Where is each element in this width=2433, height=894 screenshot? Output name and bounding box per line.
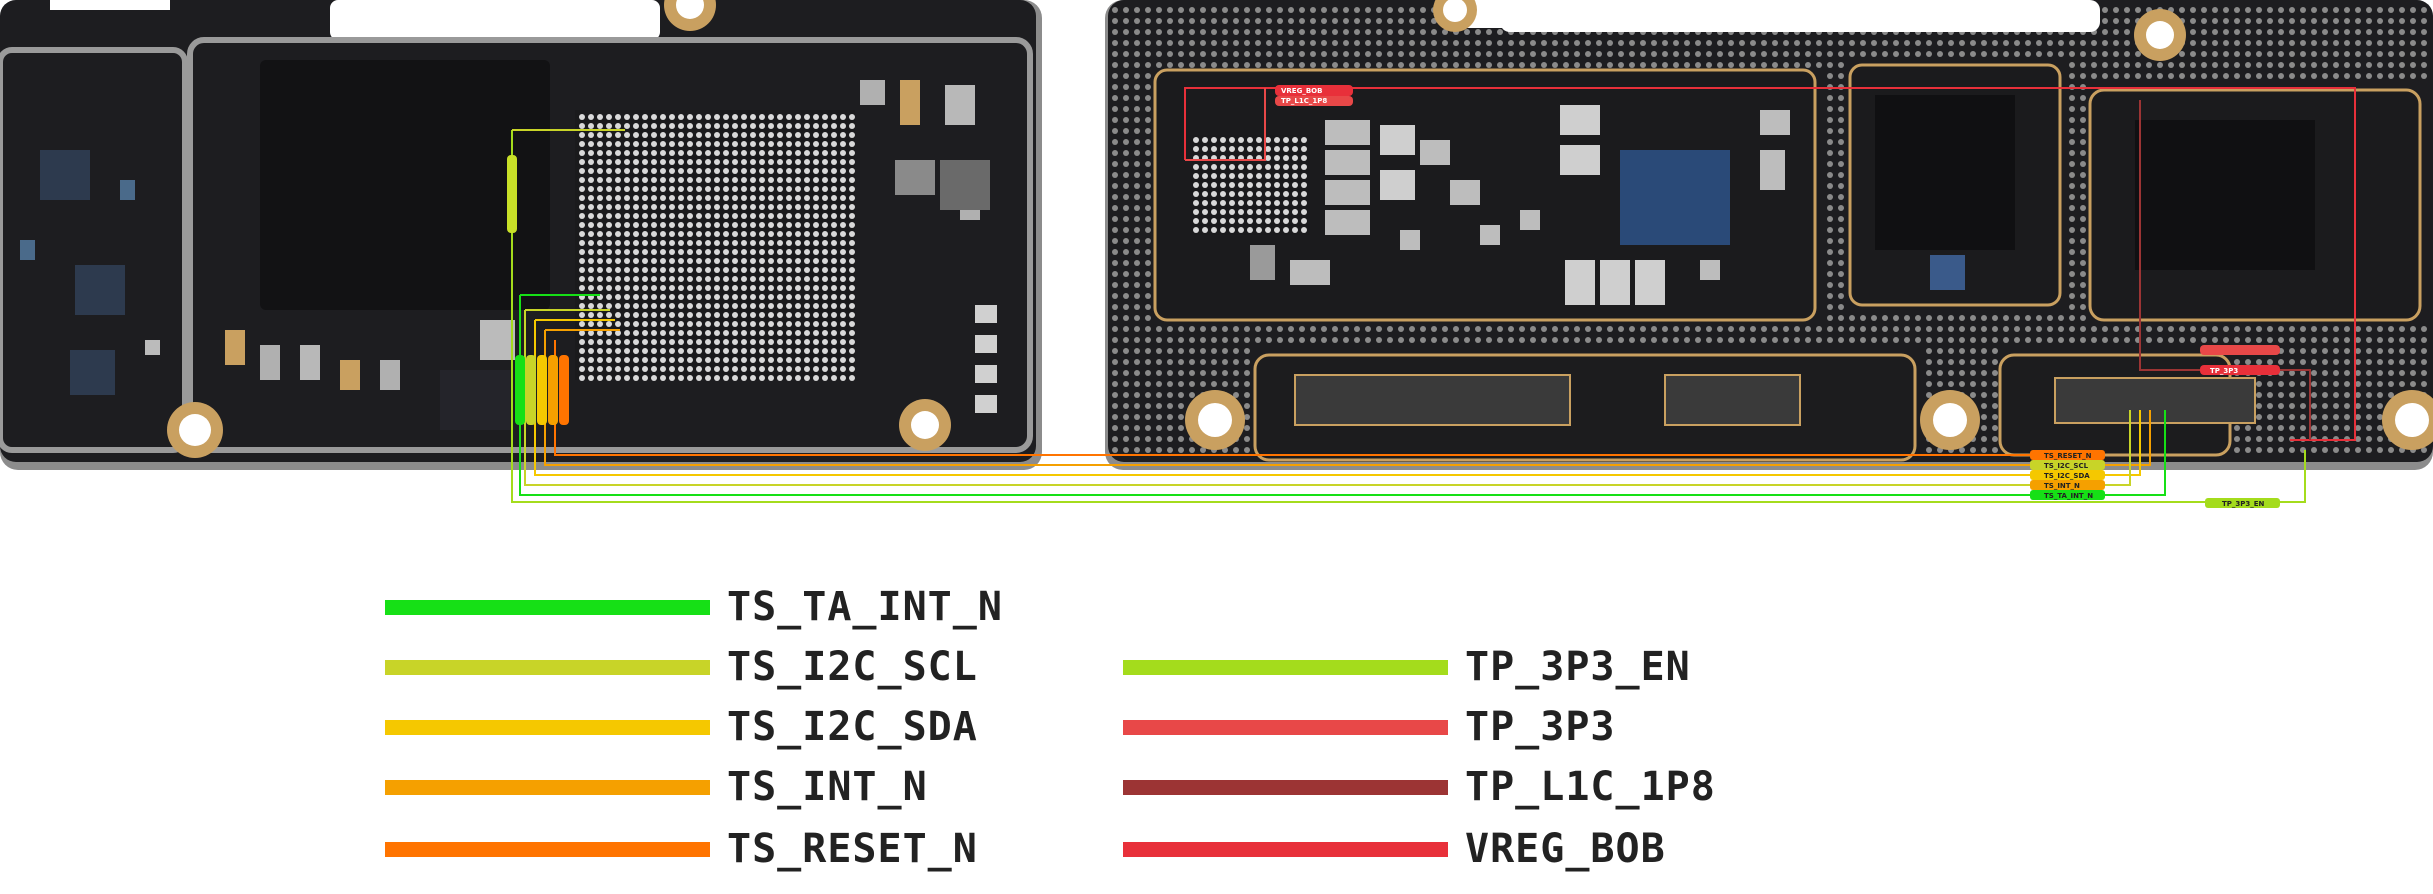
bga-grid-right bbox=[1193, 137, 1307, 233]
legend-label: TS_TA_INT_N bbox=[727, 584, 1003, 630]
trace-tp-3p3-en bbox=[511, 130, 2306, 503]
legend-swatch bbox=[385, 779, 710, 795]
trace-vreg-bob bbox=[1184, 87, 2356, 441]
legend-item-tp-3p3-en: TP_3P3_EN bbox=[1123, 642, 1691, 692]
legend-item-ts-i2c-scl: TS_I2C_SCL bbox=[385, 642, 978, 692]
right-board bbox=[1105, 0, 2433, 470]
legend-item-tp-l1c-1p8: TP_L1C_1P8 bbox=[1123, 762, 1716, 812]
legend-swatch bbox=[1123, 841, 1448, 857]
tag-ts-ta-int-n: TS_TA_INT_N bbox=[2044, 492, 2093, 500]
tag-vreg-bob: VREG_BOB bbox=[1281, 87, 1322, 95]
legend-swatch bbox=[385, 841, 710, 857]
trace-tp-3p3 bbox=[1185, 88, 1266, 161]
legend-item-vreg-bob: VREG_BOB bbox=[1123, 824, 1666, 874]
pcb-board-diagram: VREG_BOB TP_L1C_1P8 TP_3P3 TS_RESET_N TS… bbox=[0, 0, 2433, 508]
legend-label: VREG_BOB bbox=[1465, 826, 1666, 872]
legend-label: TS_I2C_SCL bbox=[727, 644, 978, 690]
tag-tp-3p3: TP_3P3 bbox=[2210, 367, 2238, 375]
legend-label: TP_3P3_EN bbox=[1465, 644, 1691, 690]
legend-swatch bbox=[385, 659, 710, 675]
legend-swatch bbox=[1123, 719, 1448, 735]
legend-label: TP_3P3 bbox=[1465, 704, 1616, 750]
legend-swatch bbox=[385, 599, 710, 615]
tag-ts-i2c-sda: TS_I2C_SDA bbox=[2044, 472, 2090, 480]
left-board bbox=[0, 0, 1042, 470]
components-right bbox=[1250, 105, 1790, 305]
legend-swatch bbox=[1123, 659, 1448, 675]
legend: TS_TA_INT_N TS_I2C_SCL TS_I2C_SDA TS_INT… bbox=[0, 560, 2433, 894]
legend-swatch bbox=[385, 719, 710, 735]
tag-tp-l1c: TP_L1C_1P8 bbox=[1281, 97, 1327, 105]
tag-tp-3p3-en: TP_3P3_EN bbox=[2222, 500, 2265, 508]
legend-label: TS_I2C_SDA bbox=[727, 704, 978, 750]
legend-item-tp-3p3: TP_3P3 bbox=[1123, 702, 1616, 752]
legend-item-ts-reset-n: TS_RESET_N bbox=[385, 824, 978, 874]
tag-ts-reset-n: TS_RESET_N bbox=[2044, 452, 2092, 460]
legend-item-ts-ta-int-n: TS_TA_INT_N bbox=[385, 582, 1003, 632]
tag-ts-int-n: TS_INT_N bbox=[2044, 482, 2080, 490]
legend-item-ts-i2c-sda: TS_I2C_SDA bbox=[385, 702, 978, 752]
legend-swatch bbox=[1123, 779, 1448, 795]
legend-label: TS_INT_N bbox=[727, 764, 928, 810]
legend-label: TP_L1C_1P8 bbox=[1465, 764, 1716, 810]
legend-item-ts-int-n: TS_INT_N bbox=[385, 762, 928, 812]
tag-ts-i2c-scl: TS_I2C_SCL bbox=[2044, 462, 2089, 470]
legend-label: TS_RESET_N bbox=[727, 826, 978, 872]
bga-grid-left bbox=[579, 114, 855, 381]
